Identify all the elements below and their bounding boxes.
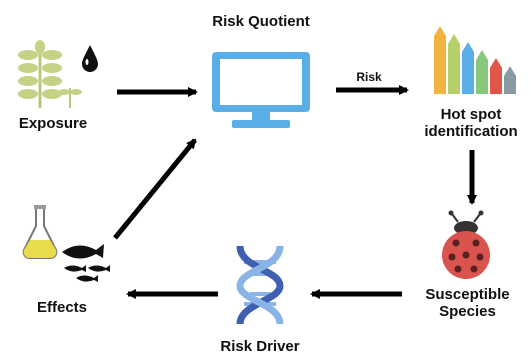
label-susceptible-line2: Species bbox=[439, 303, 496, 321]
label-susceptible-line1: Susceptible bbox=[425, 286, 510, 303]
arrow-effects-to-quotient bbox=[113, 138, 197, 240]
dna-icon bbox=[236, 245, 284, 325]
label-edge-risk: Risk bbox=[356, 70, 382, 84]
bar-chart-icon bbox=[434, 26, 516, 94]
ladybug-icon bbox=[442, 210, 490, 279]
plant-icon bbox=[18, 40, 82, 108]
label-hotspot-line1: Hot spot bbox=[440, 106, 502, 123]
droplet-icon bbox=[82, 45, 98, 72]
label-risk-driver: Risk Driver bbox=[220, 338, 300, 355]
flask-icon bbox=[22, 205, 58, 259]
label-susceptible: Susceptible Species bbox=[410, 286, 525, 321]
fish-icon bbox=[62, 244, 110, 282]
label-hotspot-line2: identification bbox=[424, 123, 518, 141]
label-effects: Effects bbox=[36, 299, 88, 316]
label-hotspot: Hot spot identification bbox=[412, 106, 530, 141]
label-exposure: Exposure bbox=[18, 115, 88, 132]
label-risk-quotient: Risk Quotient bbox=[212, 13, 310, 30]
monitor-icon bbox=[212, 52, 310, 128]
